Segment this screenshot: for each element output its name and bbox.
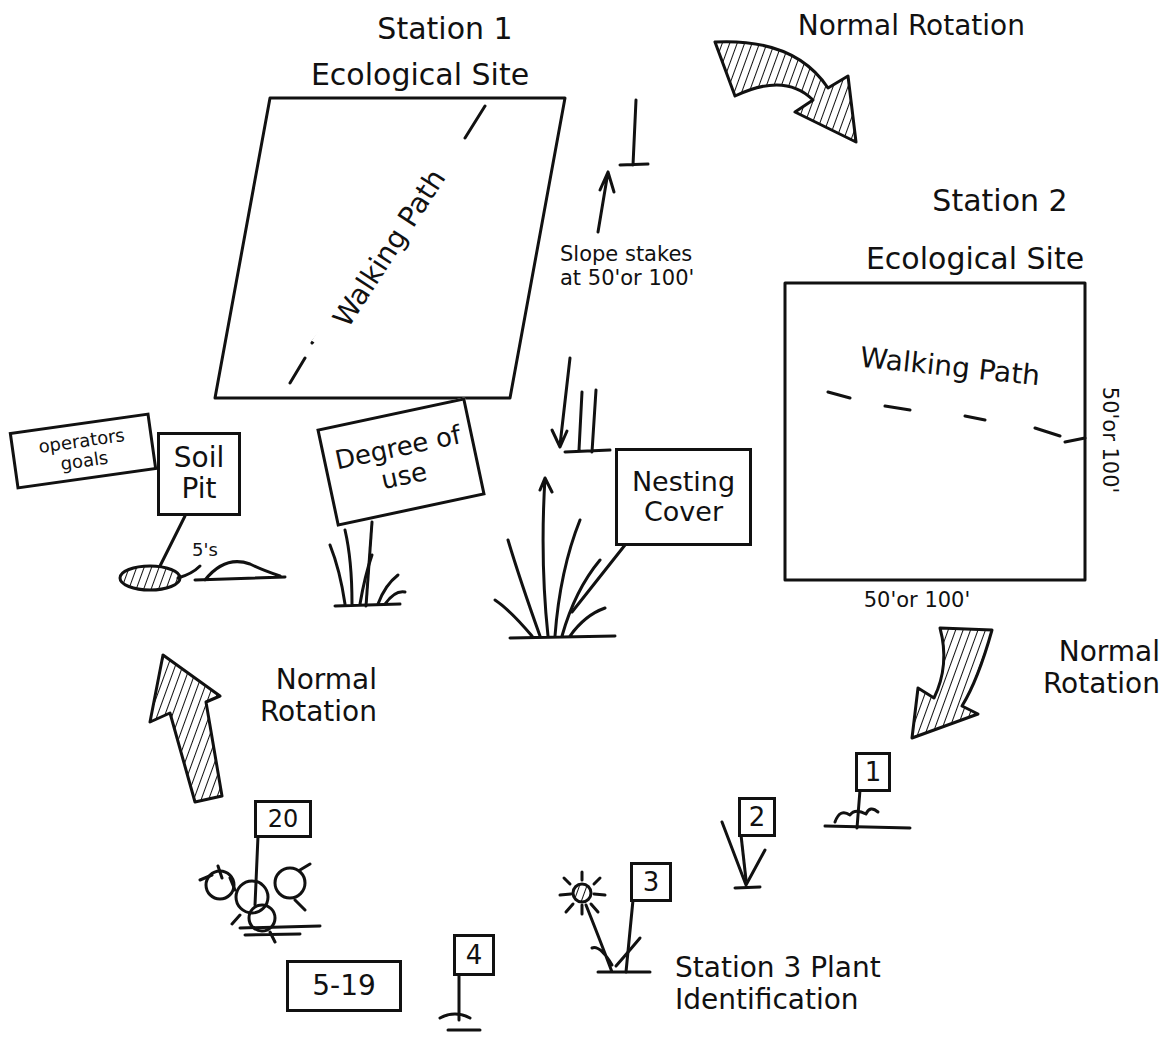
- station-sign: Degree of use: [316, 397, 485, 526]
- sign-text: 4: [464, 939, 485, 972]
- rotation-arrow: [912, 628, 992, 738]
- sign-text: 5-19: [310, 969, 378, 1004]
- plant-flag: 5-19: [286, 960, 402, 1012]
- flag-post: [626, 900, 633, 972]
- sign-text: Degree of use: [323, 417, 479, 507]
- cactus: [200, 864, 320, 942]
- plant-flag: 3: [630, 862, 672, 902]
- station-heading: Station 2: [890, 184, 1110, 217]
- station-heading: Station 1: [350, 12, 540, 45]
- flower-stem: [586, 905, 650, 972]
- ecological-site-plot: Station 1 Ecological SiteWalking Path: [210, 8, 575, 403]
- sign-text: operators goals: [13, 420, 154, 482]
- seedling: [825, 809, 910, 828]
- sign-text: 2: [747, 801, 768, 834]
- sign-text: 3: [641, 866, 662, 899]
- ground-mark: [440, 1014, 480, 1030]
- sign-text: 20: [266, 804, 301, 834]
- sign-text: Soil Pit: [160, 441, 238, 507]
- leader-arrow: [552, 358, 570, 447]
- flower-petals: [560, 872, 605, 914]
- site-heading: Ecological Site: [830, 242, 1120, 275]
- walking-path-line: [290, 106, 485, 383]
- flower-head: [573, 884, 591, 902]
- site-heading: Ecological Site: [270, 58, 570, 91]
- sign-post: [160, 516, 185, 566]
- station-sign: Nesting Cover: [615, 448, 752, 546]
- plant-flag: 4: [453, 934, 495, 976]
- goal-sign: operators goals: [9, 412, 158, 489]
- sign-post: [572, 545, 625, 612]
- ecological-site-plot: Station 2 Ecological SiteWalking Path: [780, 180, 1120, 585]
- walking-path-label: Walking Path: [824, 339, 1076, 396]
- flag-post: [857, 790, 860, 828]
- plant-flag: 2: [738, 797, 776, 837]
- rotation-arrow: [715, 42, 856, 142]
- soil-mound: [195, 562, 285, 580]
- plant-flag: 1: [855, 752, 891, 792]
- rotation-label: Normal Rotation: [795, 10, 1025, 42]
- slope-stake: [565, 390, 610, 452]
- rotation-arrow: [150, 655, 222, 802]
- walking-path-label: Walking Path: [312, 139, 469, 357]
- slope-stake: [620, 100, 648, 165]
- plot-border: [215, 98, 565, 398]
- walking-path-line: [828, 392, 1085, 442]
- leader-arrow: [598, 172, 614, 232]
- soil-pit-hole: [120, 566, 180, 590]
- dimension-label: 50'or 100': [832, 588, 1002, 612]
- rotation-label: Normal Rotation: [222, 664, 377, 728]
- pile-label: 5's: [192, 540, 242, 561]
- flag-post: [255, 836, 258, 905]
- stake-note: Slope stakes at 50'or 100': [560, 242, 710, 290]
- grass-tuft: [330, 530, 405, 606]
- dimension-label: 50'or 100': [1098, 355, 1122, 525]
- sign-text: 1: [863, 756, 884, 789]
- sign-text: Nesting Cover: [618, 465, 749, 528]
- plant-flag: 20: [254, 800, 312, 838]
- station-sign: Soil Pit: [157, 432, 241, 516]
- station-label: Station 3 Plant Identification: [675, 952, 1035, 1016]
- rotation-label: Normal Rotation: [995, 636, 1160, 700]
- leader-line: [178, 566, 200, 578]
- grass-tuft: [495, 478, 615, 638]
- plot-border: [785, 283, 1085, 580]
